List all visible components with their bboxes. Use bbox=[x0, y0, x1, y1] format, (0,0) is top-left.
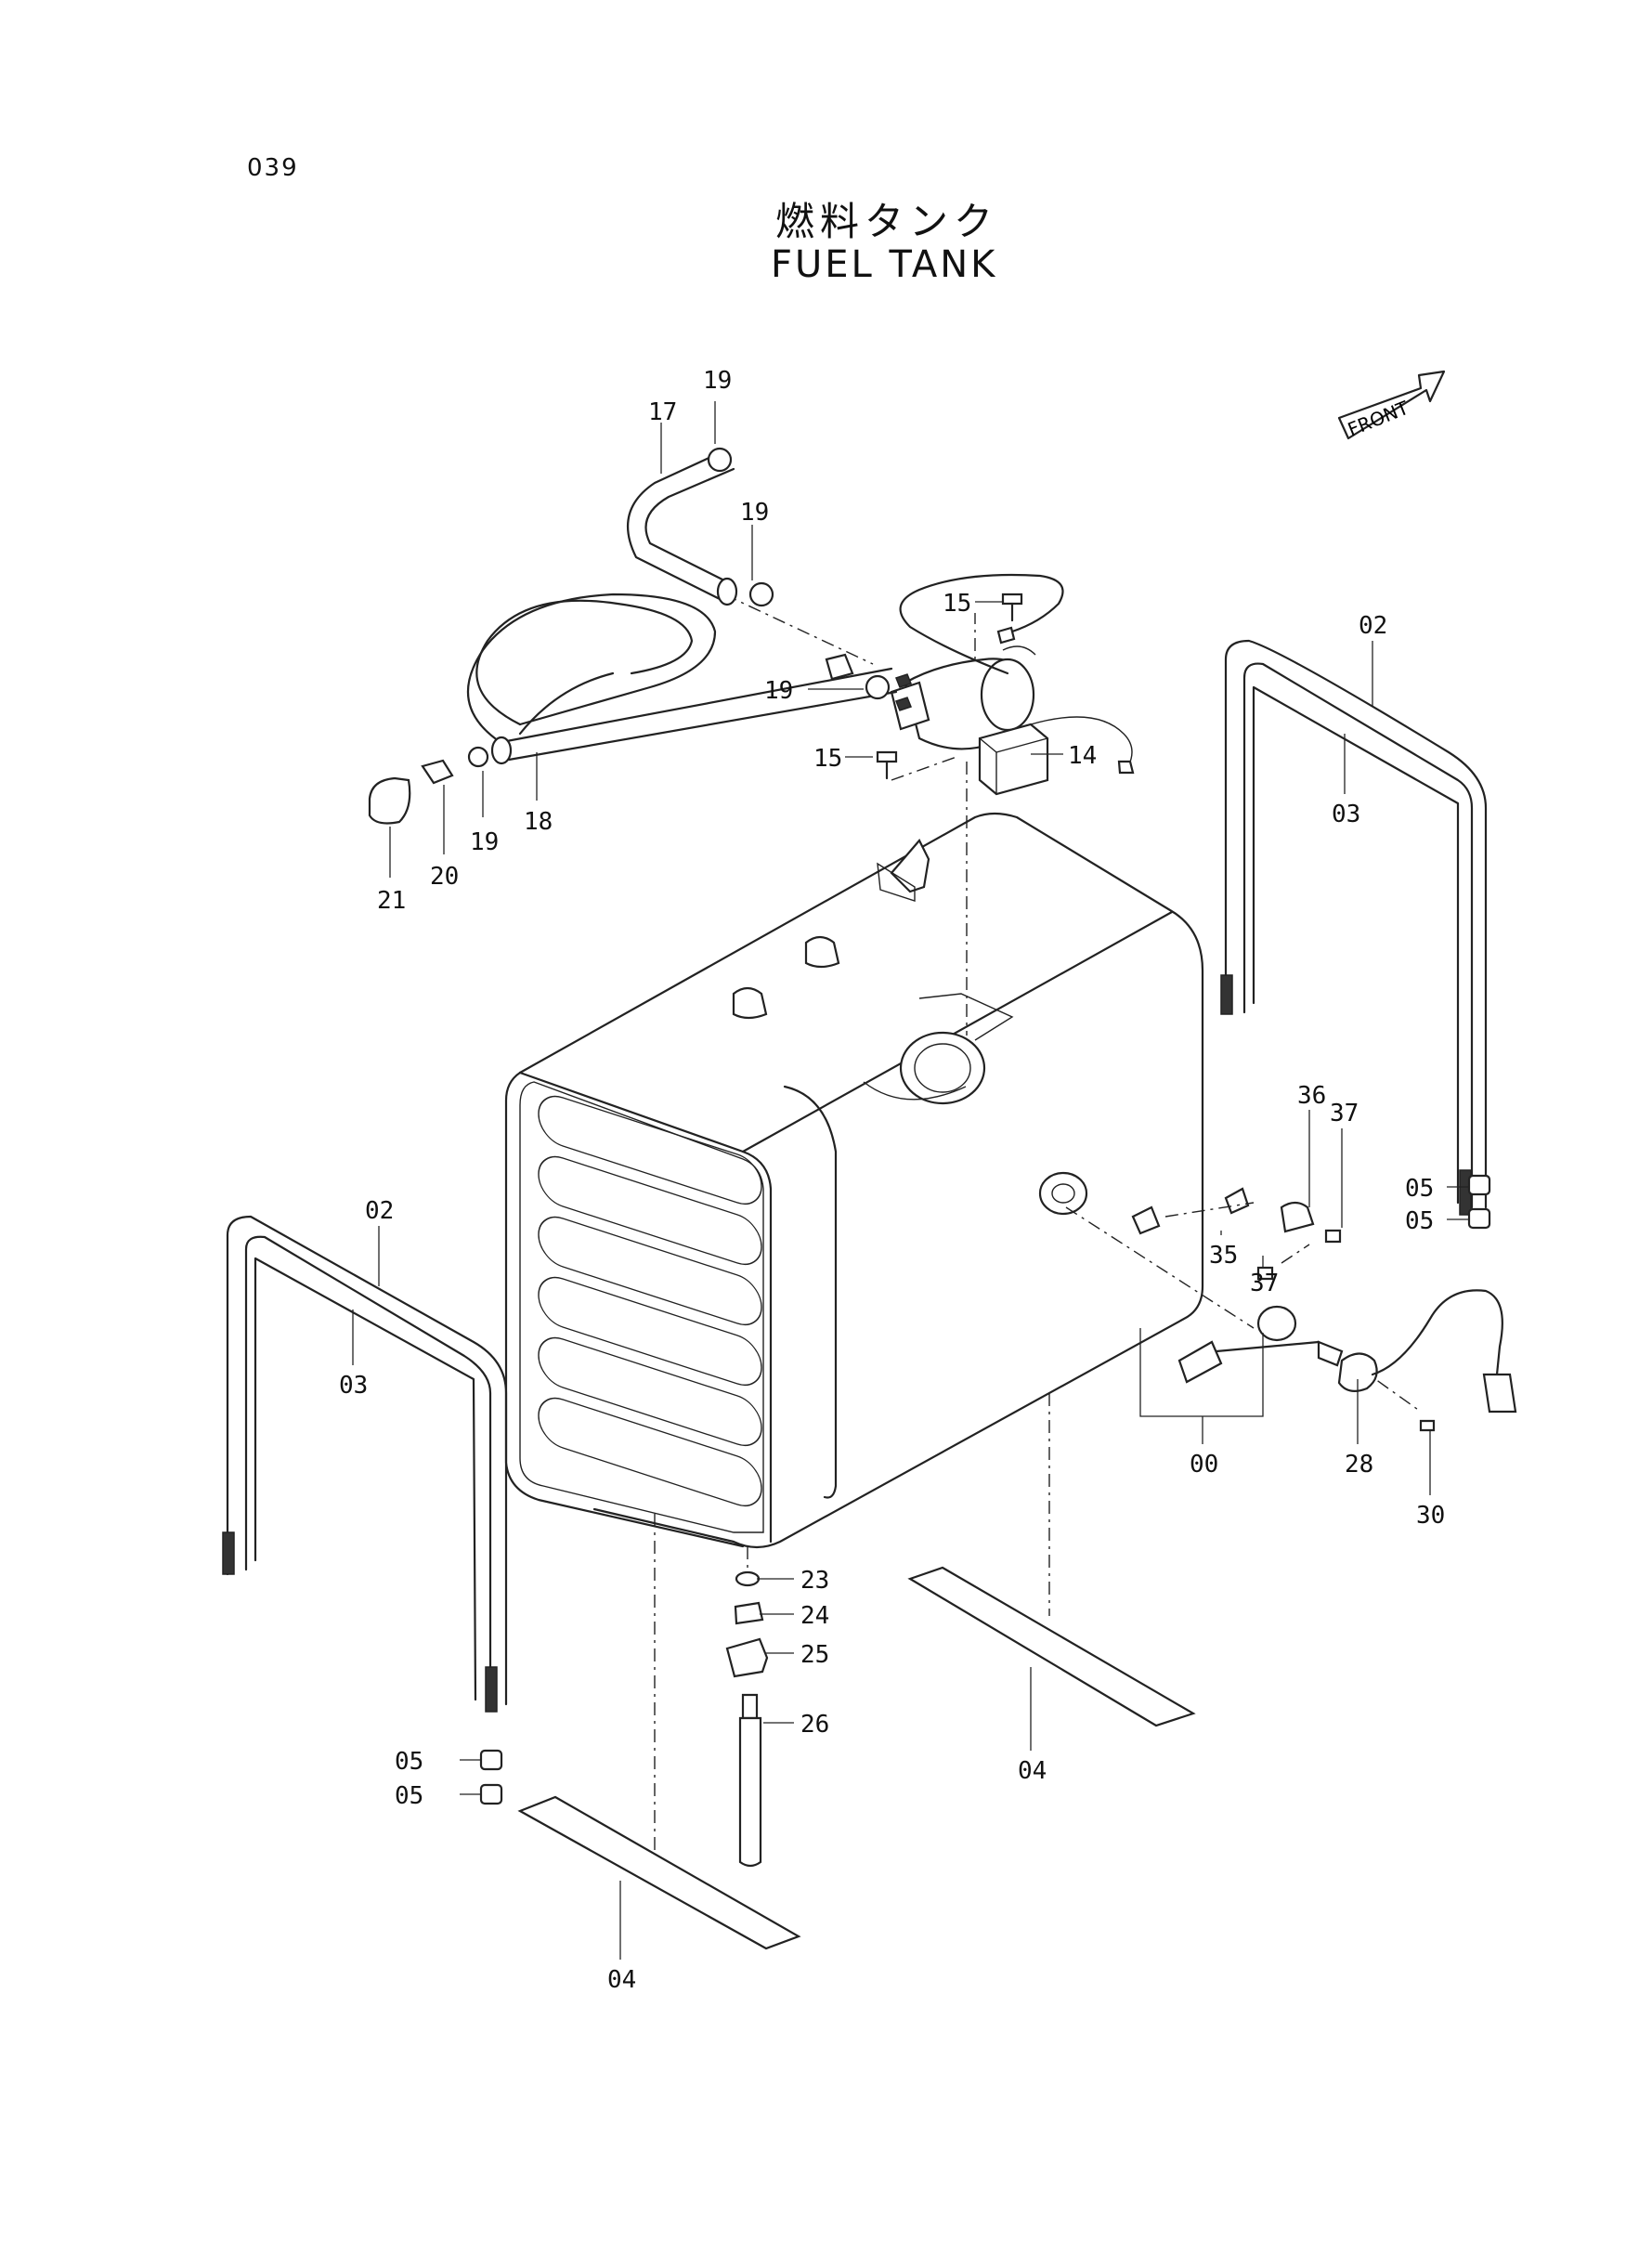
hose-17 bbox=[626, 453, 738, 606]
rubber-pad-right bbox=[907, 1566, 1196, 1727]
leader-lines bbox=[352, 401, 1469, 1960]
diagram-title-english: FUEL TANK bbox=[771, 243, 998, 286]
part-label-17: 17 bbox=[648, 398, 677, 426]
fuel-tank bbox=[504, 812, 1250, 1549]
pump-relay-box bbox=[978, 716, 1135, 796]
part-label-37: 37 bbox=[1330, 1100, 1359, 1127]
part-label-19: 19 bbox=[764, 677, 793, 705]
tank-top-fitting bbox=[732, 986, 768, 1020]
part-label-21: 21 bbox=[377, 887, 406, 915]
part-label-18: 18 bbox=[524, 808, 553, 836]
part-label-35: 35 bbox=[1209, 1242, 1238, 1270]
part-label-19: 19 bbox=[470, 828, 499, 856]
bolt-37-lower bbox=[1256, 1266, 1274, 1281]
bolt-15-upper bbox=[1001, 593, 1023, 606]
part-label-26: 26 bbox=[800, 1711, 829, 1739]
diagram-title-japanese: 燃料タンク bbox=[775, 199, 999, 244]
part-label-05: 05 bbox=[1405, 1207, 1434, 1235]
part-label-05: 05 bbox=[395, 1782, 423, 1810]
part-label-05: 05 bbox=[395, 1748, 423, 1776]
part-label-37: 37 bbox=[1250, 1270, 1279, 1297]
drain-assembly bbox=[725, 1570, 769, 1868]
part-label-19: 19 bbox=[740, 499, 769, 527]
part-label-25: 25 bbox=[800, 1641, 829, 1669]
fuel-hose-coil bbox=[466, 593, 898, 765]
tank-ribs bbox=[538, 1095, 762, 1507]
part-label-36: 36 bbox=[1297, 1082, 1326, 1110]
cap-21 bbox=[368, 776, 411, 825]
part-label-03: 03 bbox=[339, 1372, 368, 1400]
fitting-20 bbox=[421, 759, 454, 785]
part-label-15: 15 bbox=[943, 590, 971, 618]
part-label-15: 15 bbox=[813, 745, 842, 773]
part-label-02: 02 bbox=[365, 1197, 394, 1225]
fuel-sender-unit bbox=[1177, 1289, 1517, 1432]
bolt-15-lower bbox=[876, 750, 898, 763]
part-label-20: 20 bbox=[430, 863, 459, 891]
part-label-04: 04 bbox=[1018, 1757, 1047, 1785]
part-label-02: 02 bbox=[1359, 612, 1387, 640]
part-label-30: 30 bbox=[1416, 1502, 1445, 1530]
bolt-37-upper bbox=[1324, 1229, 1342, 1244]
band-nuts bbox=[479, 1174, 1491, 1805]
clamp-36 bbox=[1280, 1201, 1315, 1233]
part-label-05: 05 bbox=[1405, 1175, 1434, 1203]
part-label-03: 03 bbox=[1332, 801, 1360, 828]
fuel-gauge-flange bbox=[1038, 1171, 1088, 1216]
front-direction-arrow: FRONT bbox=[1337, 370, 1446, 441]
fuel-pump bbox=[890, 645, 1036, 750]
tank-band-right bbox=[1220, 639, 1488, 1216]
part-label-14: 14 bbox=[1068, 742, 1097, 770]
tank-band-left bbox=[222, 1215, 508, 1713]
page-number: 039 bbox=[247, 154, 299, 182]
rubber-pad-left bbox=[517, 1795, 801, 1950]
part-label-00: 00 bbox=[1190, 1451, 1218, 1479]
part-label-19: 19 bbox=[703, 367, 732, 395]
part-label-04: 04 bbox=[607, 1966, 636, 1994]
part-label-23: 23 bbox=[800, 1567, 829, 1595]
part-label-28: 28 bbox=[1345, 1451, 1373, 1479]
part-number-labels: 19 17 19 15 02 19 14 15 03 18 19 20 21 3… bbox=[339, 367, 1445, 1994]
part-label-24: 24 bbox=[800, 1602, 829, 1630]
filler-neck bbox=[899, 1031, 986, 1105]
hose-clamps bbox=[467, 447, 891, 768]
